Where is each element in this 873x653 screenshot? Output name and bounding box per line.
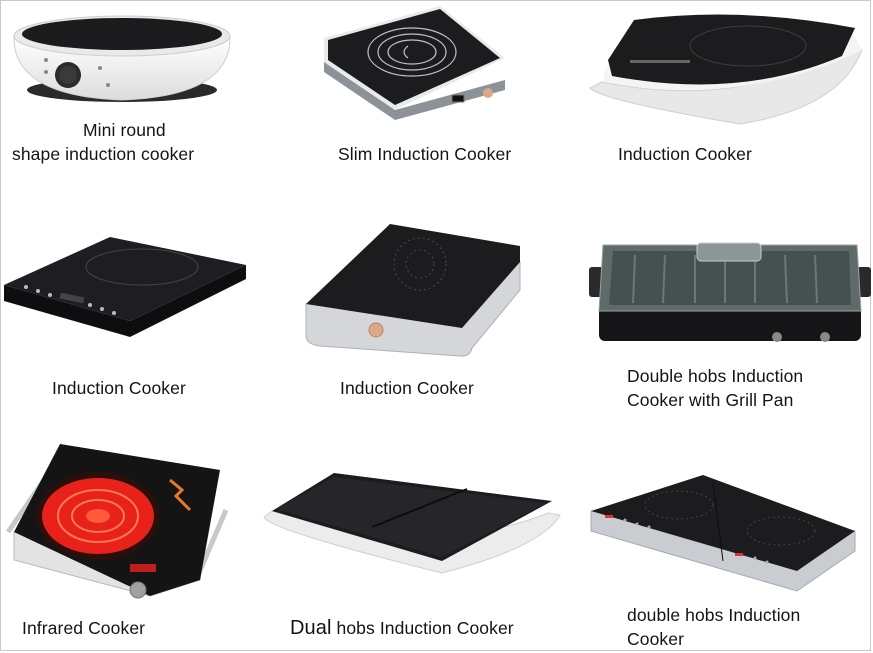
caption-line-2: Cooker with Grill Pan [627,390,794,410]
product-double-hobs: double hobs Induction Cooker [585,465,873,650]
product-induction-1: Induction Cooker [589,0,873,170]
caption-dual: Dual hobs Induction Cooker [290,617,514,640]
product-induction-2: Induction Cooker [0,225,260,405]
caption-lead: Dual [290,617,332,639]
caption-line-1: Induction Cooker [340,378,474,398]
product-mini-round: Mini round shape induction cooker [0,0,250,170]
caption-line-1: Double hobs Induction [627,366,804,386]
caption-line-1: Mini round [83,120,166,140]
product-infrared: Infrared Cooker [0,440,260,650]
induction-cooker-image [589,14,863,125]
caption-line-1: Infrared Cooker [22,618,146,638]
caption-line-1: Slim Induction Cooker [338,144,512,164]
dual-cooker-image [263,473,561,574]
product-grill: Double hobs Induction Cooker with Grill … [585,225,873,415]
caption-line-2: shape induction cooker [12,144,195,164]
product-slim: Slim Induction Cooker [300,0,540,170]
induction-cooker-image [305,224,521,357]
slim-cooker-image [324,6,505,120]
caption-rest: hobs Induction Cooker [331,618,514,638]
mini-round-cooker-image [13,15,231,102]
grill-cooker-image [589,242,871,342]
caption-line-2: Cooker [627,629,685,649]
product-induction-3: Induction Cooker [290,220,540,405]
caption-line-1: Induction Cooker [618,144,752,164]
infrared-cooker-image [5,444,229,599]
double-hobs-cooker-image [590,475,856,592]
product-dual: Dual hobs Induction Cooker [262,465,562,650]
caption-line-1: double hobs Induction [627,605,801,625]
caption-line-1: Induction Cooker [52,378,186,398]
induction-cooker-image [4,237,246,337]
